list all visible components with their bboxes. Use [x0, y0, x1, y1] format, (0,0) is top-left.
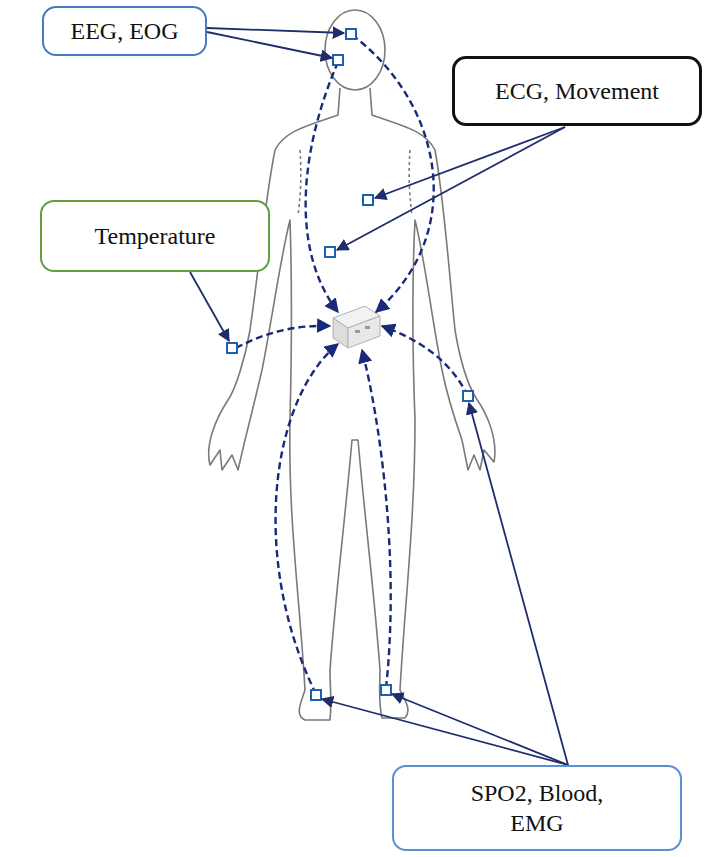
data-hub [333, 306, 380, 348]
callout-box: EEG, EOG [42, 6, 207, 56]
callout-box: ECG, Movement [452, 56, 702, 126]
callout-box: SPO2, Blood, EMG [392, 765, 682, 851]
callout-label: ECG, Movement [495, 76, 659, 106]
callout-box: Temperature [40, 200, 270, 272]
callout-label: EEG, EOG [71, 16, 179, 46]
sensor-square [227, 29, 473, 700]
leader-arrow [190, 28, 568, 765]
wireless-link [236, 35, 468, 694]
callout-label: SPO2, Blood, EMG [452, 778, 622, 838]
callout-label: Temperature [95, 221, 216, 251]
